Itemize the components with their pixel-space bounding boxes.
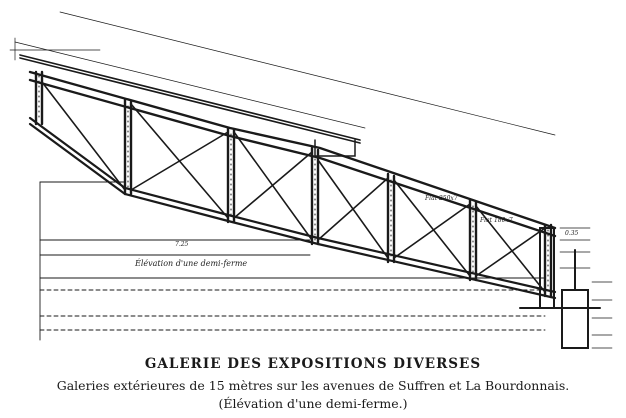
dimension-label-2: 0.35 xyxy=(565,230,579,237)
right-dimension-ticks xyxy=(559,227,613,349)
elevation-label: Élévation d'une demi-ferme xyxy=(134,259,247,268)
truss-verticals xyxy=(34,70,553,298)
dimension-label-1: 7.25 xyxy=(175,241,189,248)
top-dimension-lines xyxy=(9,11,556,136)
caption-subtitle: Galeries extérieures de 15 mètres sur le… xyxy=(56,378,570,393)
caption-note: (Élévation d'une demi-ferme.) xyxy=(218,396,408,411)
flat-label-1: Flat 250x7 xyxy=(424,195,458,202)
roof-covering xyxy=(19,54,361,144)
caption-title: GALERIE DES EXPOSITIONS DIVERSES xyxy=(144,356,482,372)
gutter xyxy=(314,139,356,157)
flat-label-2: Flat 180x7 xyxy=(479,217,513,224)
truss-elevation-drawing: Élévation d'une demi-ferme Flat 250x7 Fl… xyxy=(9,11,613,349)
rivets xyxy=(38,75,549,293)
column-foot xyxy=(519,227,601,349)
truss-diagonals xyxy=(41,81,546,293)
lower-wall-lines xyxy=(39,181,546,341)
